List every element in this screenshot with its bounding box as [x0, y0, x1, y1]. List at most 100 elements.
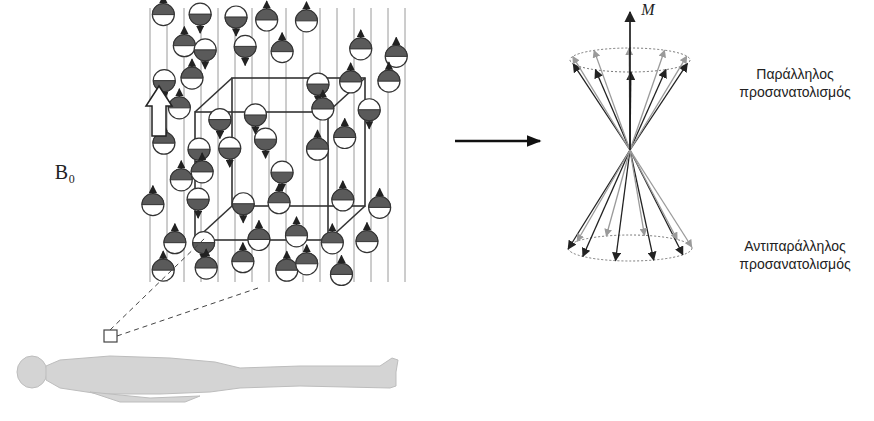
field-line: [150, 8, 151, 282]
spin-arrow: [181, 161, 182, 169]
sphere: [142, 194, 164, 216]
sample-square: [104, 330, 117, 342]
spin-vector: [630, 150, 683, 255]
sphere: [168, 97, 190, 119]
sphere: [307, 73, 329, 95]
spin-sphere: [255, 128, 277, 158]
spin-sphere: [358, 99, 380, 129]
sphere: [248, 228, 270, 250]
sphere-half: [187, 199, 209, 210]
spin-sphere: [170, 161, 192, 191]
spin-vector: [594, 50, 630, 150]
spin-arrow: [243, 215, 244, 223]
spin-arrow: [235, 28, 236, 36]
sphere: [209, 109, 231, 131]
sphere: [191, 161, 213, 183]
sphere-half: [378, 70, 400, 81]
sphere-half: [232, 204, 254, 215]
sphere-half: [295, 10, 317, 21]
spin-sphere: [256, 1, 278, 31]
spin-arrow: [205, 61, 206, 69]
sphere: [244, 104, 266, 126]
sphere: [296, 253, 318, 275]
spin-arrow: [344, 119, 345, 127]
sphere-half: [193, 243, 215, 254]
sphere-half: [195, 257, 217, 268]
sphere-half: [194, 50, 216, 61]
sphere: [295, 10, 317, 32]
sphere-half: [152, 4, 174, 15]
spin-vector: [606, 150, 630, 236]
spin-sphere: [248, 220, 270, 250]
sphere-half: [276, 259, 298, 270]
spin-arrow: [219, 131, 220, 139]
sphere: [232, 251, 254, 273]
spin-sphere: [152, 251, 174, 281]
sphere-half: [332, 189, 354, 200]
sphere: [170, 169, 192, 191]
spin-sphere: [152, 0, 174, 26]
sphere-half: [350, 38, 372, 49]
spin-vector: [630, 150, 692, 247]
sphere: [271, 161, 293, 183]
sphere-half: [296, 253, 318, 264]
spin-sphere: [340, 63, 362, 93]
orientation-label: Αντιπαράλληλος προσανατολισμός: [725, 238, 865, 273]
sphere: [356, 231, 378, 253]
spin-sphere: [268, 184, 290, 214]
spin-arrow: [163, 251, 164, 259]
sphere: [193, 232, 215, 254]
sphere: [255, 128, 277, 150]
sphere-half: [312, 98, 334, 109]
spin-sphere: [356, 223, 378, 253]
spin-vector: [583, 150, 630, 256]
sphere-half: [188, 149, 210, 160]
sphere-half: [173, 35, 195, 46]
sphere-half: [268, 192, 290, 203]
spin-sphere: [232, 243, 254, 273]
sphere-half: [256, 9, 278, 20]
spin-arrow: [191, 59, 192, 67]
sphere: [152, 4, 174, 26]
spin-arrow: [317, 130, 318, 138]
sphere-half: [225, 17, 247, 28]
spin-arrow: [369, 121, 370, 129]
sphere: [194, 39, 216, 61]
sphere: [330, 263, 352, 285]
sphere: [225, 6, 247, 28]
sphere-half: [271, 172, 293, 183]
sphere: [340, 71, 362, 93]
sphere: [285, 225, 307, 247]
sphere: [378, 70, 400, 92]
sphere: [307, 138, 329, 160]
spin-arrow: [266, 1, 267, 9]
spin-arrow: [278, 184, 279, 192]
spin-sphere: [296, 245, 318, 275]
sphere: [188, 138, 210, 160]
sphere: [195, 257, 217, 279]
sphere: [332, 189, 354, 211]
sphere-half: [358, 110, 380, 121]
spin-arrow: [332, 224, 333, 232]
sphere: [268, 192, 290, 214]
spin-vector: [630, 70, 666, 150]
sphere-half: [321, 232, 343, 243]
sphere: [232, 193, 254, 215]
spin-sphere: [295, 2, 317, 32]
sphere: [358, 99, 380, 121]
spin-vector: [568, 150, 630, 249]
spin-sphere: [271, 33, 293, 63]
field-label: B₀: [40, 160, 90, 185]
sphere: [276, 259, 298, 281]
field-arrow: [146, 86, 172, 136]
spin-arrow: [184, 27, 185, 35]
sphere-half: [248, 229, 270, 240]
spin-sphere: [173, 27, 195, 57]
spin-arrow: [306, 2, 307, 10]
spin-vector: [577, 150, 630, 241]
sphere-half: [307, 84, 329, 95]
sphere-half: [232, 251, 254, 262]
spin-sphere: [330, 255, 352, 285]
spin-vector: [630, 56, 687, 150]
